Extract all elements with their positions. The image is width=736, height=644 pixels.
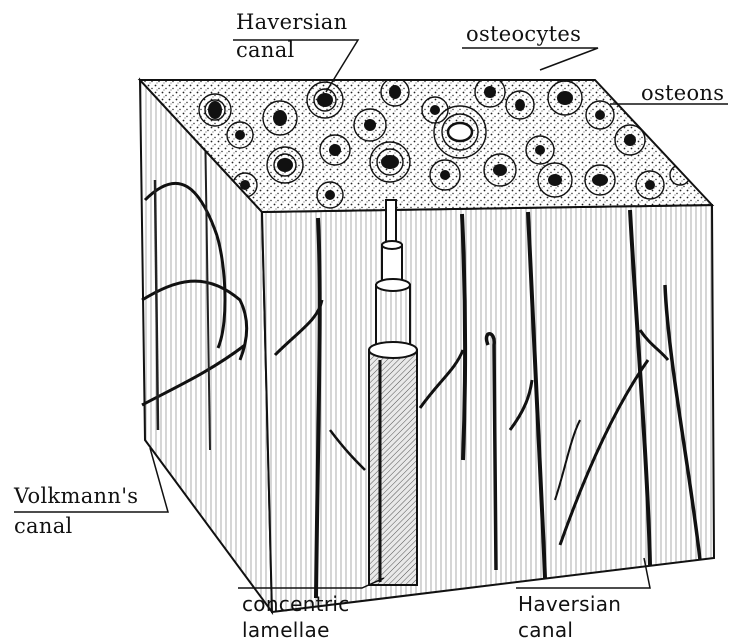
front-face <box>262 205 714 612</box>
haversian-canal-top-line1: Haversian <box>236 9 347 35</box>
volkmanns-canal-line2: canal <box>14 513 138 539</box>
haversian-canal-top-line2: canal <box>236 37 347 63</box>
concentric-lamellae-label: concentric lamellae <box>242 591 350 643</box>
concentric-lamellae-line1: concentric <box>242 591 350 617</box>
haversian-canal-bottom-label: Haversian canal <box>518 591 621 643</box>
haversian-canal-bottom-line2: canal <box>518 617 621 643</box>
haversian-canal-top-label: Haversian canal <box>236 9 347 63</box>
volkmanns-canal-label: Volkmann's canal <box>14 483 138 539</box>
concentric-lamellae-line2: lamellae <box>242 617 350 643</box>
osteocytes-label: osteocytes <box>466 21 581 47</box>
osteons-label: osteons <box>641 80 724 106</box>
volkmanns-canal-line1: Volkmann's <box>14 483 138 509</box>
haversian-canal-bottom-line1: Haversian <box>518 591 621 617</box>
